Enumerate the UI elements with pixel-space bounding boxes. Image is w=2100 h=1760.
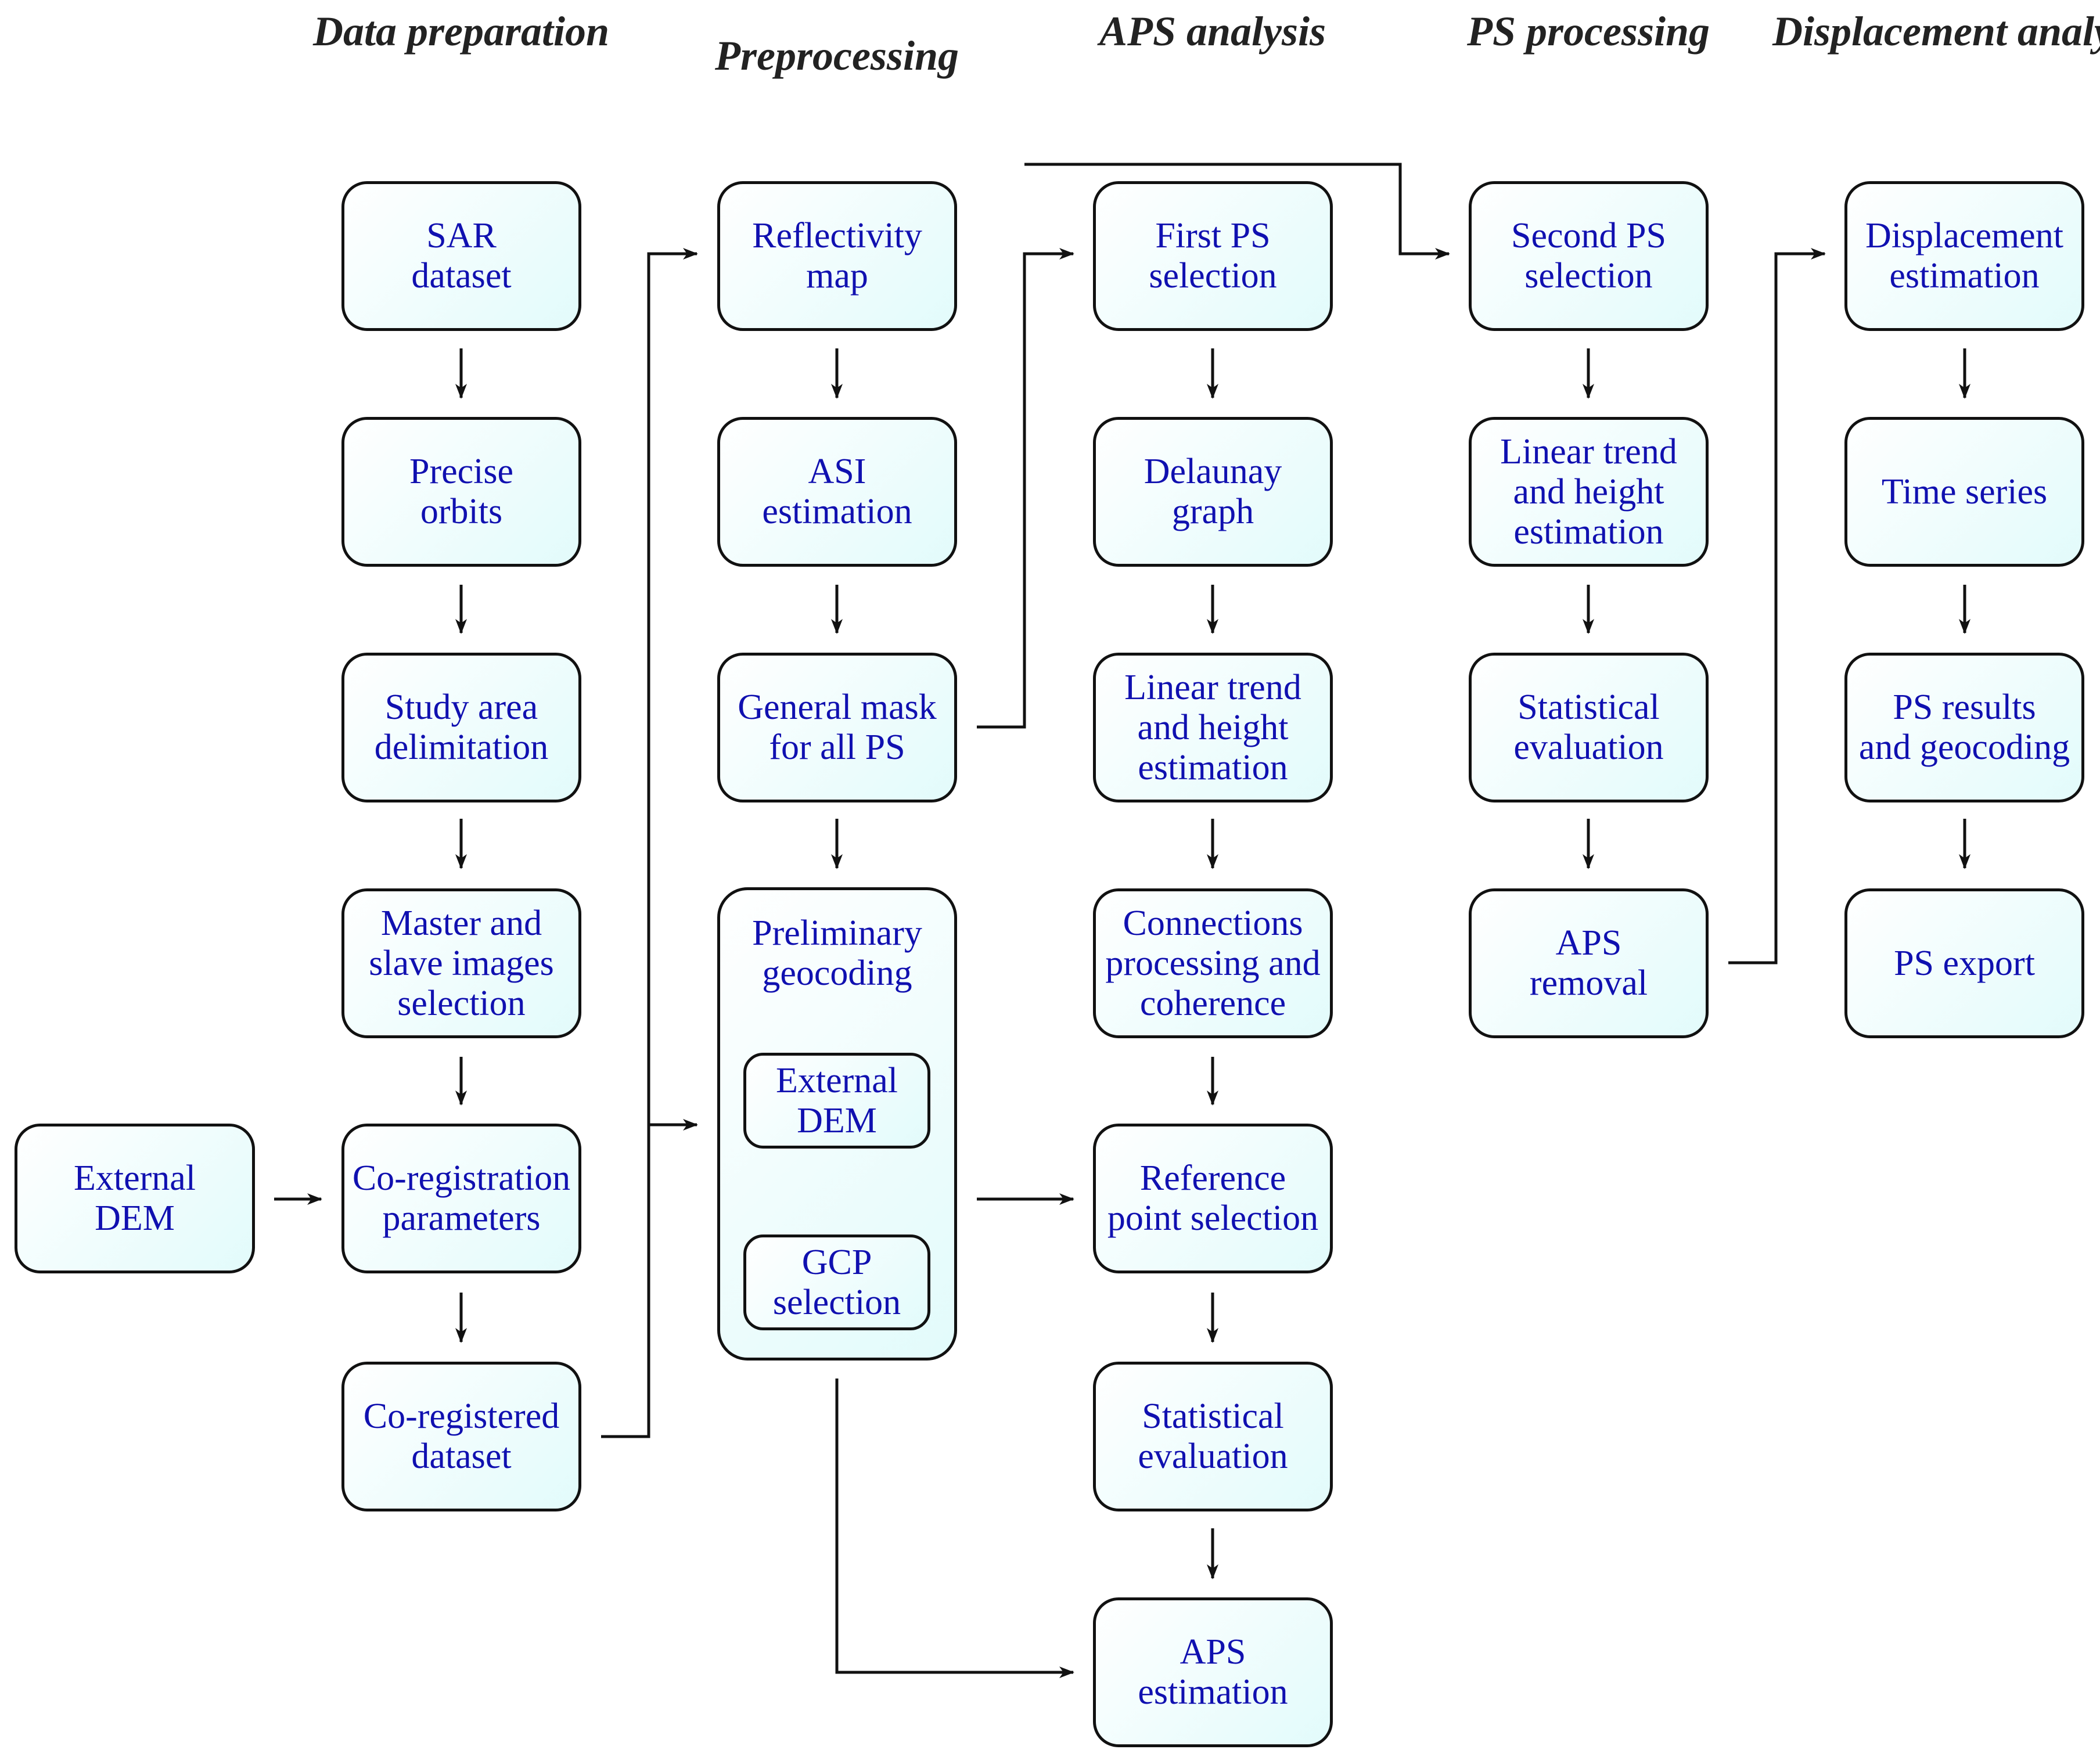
node-label: Co-registration parameters	[352, 1158, 571, 1238]
node-label: Time series	[1881, 472, 2048, 512]
column-header-ps-processing: PS processing	[1466, 8, 1710, 55]
node-ps-export: PS export	[1844, 888, 2084, 1038]
node-delaunay-graph: Delaunay graph	[1093, 417, 1333, 567]
node-gcp-selection: GCP selection	[743, 1234, 930, 1330]
node-label: General mask for all PS	[738, 688, 937, 767]
node-statistical-evaluation-aps: Statistical evaluation	[1093, 1362, 1333, 1511]
node-general-mask: General mask for all PS	[717, 653, 957, 802]
node-master-slave-selection: Master and slave images selection	[341, 888, 581, 1038]
node-label: Second PS selection	[1511, 216, 1666, 296]
node-asi-estimation: ASI estimation	[717, 417, 957, 567]
node-aps-removal: APS removal	[1469, 888, 1709, 1038]
node-statistical-evaluation-ps: Statistical evaluation	[1469, 653, 1709, 802]
node-label: PS results and geocoding	[1858, 688, 2070, 767]
node-first-ps-selection: First PS selection	[1093, 181, 1333, 331]
node-aps-estimation: APS estimation	[1093, 1597, 1333, 1747]
node-label: Co-registered dataset	[363, 1397, 560, 1476]
node-ps-results-geocoding: PS results and geocoding	[1844, 653, 2084, 802]
column-header-displacement-analysis: Displacement analysis	[1772, 8, 2100, 55]
node-label: First PS selection	[1149, 216, 1277, 296]
node-label: External DEM	[73, 1158, 196, 1238]
column-header-data-preparation: Data preparation	[312, 8, 610, 55]
node-coregistered-dataset: Co-registered dataset	[341, 1362, 581, 1511]
node-label: Delaunay graph	[1144, 452, 1282, 531]
node-label: Precise orbits	[409, 452, 514, 531]
node-external-dem-inner: External DEM	[743, 1053, 930, 1149]
node-label: GCP selection	[772, 1242, 901, 1322]
node-label: Master and slave images selection	[369, 903, 554, 1023]
node-label: Linear trend and height estimation	[1124, 667, 1301, 787]
node-label: Displacement estimation	[1865, 216, 2063, 296]
node-linear-trend-aps: Linear trend and height estimation	[1093, 653, 1333, 802]
node-displacement-estimation: Displacement estimation	[1844, 181, 2084, 331]
node-reference-point-selection: Reference point selection	[1093, 1124, 1333, 1273]
node-sar-dataset: SAR dataset	[341, 181, 581, 331]
node-label: Study area delimitation	[374, 688, 549, 767]
node-label: ASI estimation	[762, 452, 912, 531]
arrow-general-mask-to-first-ps	[977, 248, 1074, 729]
node-coregistration-parameters: Co-registration parameters	[341, 1124, 581, 1273]
node-label: PS export	[1894, 943, 2035, 983]
node-external-dem-input: External DEM	[15, 1124, 255, 1273]
node-study-area-delimitation: Study area delimitation	[341, 653, 581, 802]
node-label: Connections processing and coherence	[1105, 903, 1321, 1023]
arrow-coreg-dataset-to-reflectivity	[601, 248, 698, 1438]
node-second-ps-selection: Second PS selection	[1469, 181, 1709, 331]
node-label: Reference point selection	[1107, 1158, 1319, 1238]
node-label: Reflectivity map	[752, 216, 922, 296]
node-label: Statistical evaluation	[1138, 1397, 1288, 1476]
node-label: External DEM	[775, 1060, 898, 1140]
node-label: APS estimation	[1138, 1632, 1288, 1712]
column-header-aps-analysis: APS analysis	[1099, 8, 1326, 55]
node-label: Preliminary geocoding	[752, 913, 922, 993]
arrow-general-mask-to-second-ps	[1024, 163, 1450, 260]
node-label: APS removal	[1529, 923, 1648, 1003]
node-connections-processing: Connections processing and coherence	[1093, 888, 1333, 1038]
node-label: Statistical evaluation	[1513, 688, 1664, 767]
arrow-geocoding-to-aps-estimation	[835, 1379, 1074, 1678]
node-linear-trend-ps: Linear trend and height estimation	[1469, 417, 1709, 567]
node-label: SAR dataset	[411, 216, 512, 296]
node-reflectivity-map: Reflectivity map	[717, 181, 957, 331]
column-header-preprocessing: Preprocessing	[715, 33, 959, 79]
node-precise-orbits: Precise orbits	[341, 417, 581, 567]
arrow-aps-removal-to-displacement	[1728, 248, 1826, 964]
node-time-series: Time series	[1844, 417, 2084, 567]
node-label: Linear trend and height estimation	[1500, 431, 1677, 552]
